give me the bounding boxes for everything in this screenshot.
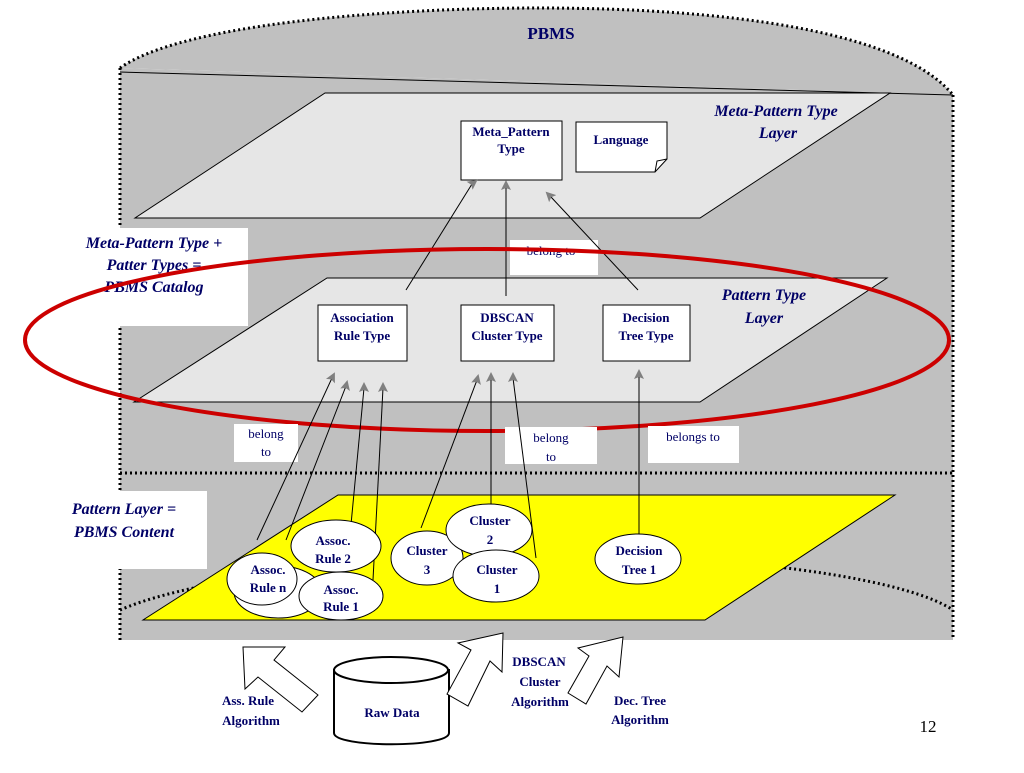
- dbscan-cluster-type-node: DBSCAN Cluster Type: [460, 304, 555, 362]
- dbscan-algorithm-line3: Algorithm: [511, 694, 569, 709]
- language-doc-shape: [575, 121, 668, 173]
- assoc-rule-2-line1: Assoc.: [315, 533, 350, 548]
- assoc-rule-n-ellipse: [226, 552, 298, 606]
- dbscan-algorithm-line2: Cluster: [519, 674, 560, 689]
- ass-rule-algorithm-line2: Algorithm: [222, 713, 280, 728]
- raw-data-cylinder: Raw Data: [333, 656, 450, 746]
- assoc-rule-1-ellipse: [298, 571, 384, 621]
- decision-tree-type-line1: Decision: [623, 310, 671, 325]
- ass-rule-algorithm-line1: Ass. Rule: [222, 693, 274, 708]
- dbscan-cluster-type-line1: DBSCAN: [480, 310, 534, 325]
- cluster-2-ellipse: [445, 503, 533, 557]
- assoc-rule-1-line1: Assoc.: [323, 582, 358, 597]
- belongs-to-right-label: belongs to: [666, 429, 720, 444]
- assoc-rule-n-line2: Rule n: [250, 580, 287, 595]
- meta-pattern-type-label-line2: Type: [497, 141, 524, 156]
- pattern-type-layer-label-line2: Layer: [744, 310, 784, 327]
- page-number: 12: [920, 717, 937, 736]
- rule-n-arrowhead: [325, 372, 335, 384]
- assoc-type-to-meta-arrowhead: [466, 179, 478, 190]
- content-note-line1: Pattern Layer =: [71, 501, 176, 518]
- decision-tree-1-line2: Tree 1: [622, 562, 657, 577]
- cluster-1-line2: 1: [494, 581, 501, 596]
- association-rule-type-line2: Rule Type: [334, 328, 390, 343]
- rule-2-arrowhead: [340, 380, 350, 391]
- catalog-note-line2: Patter Types =: [106, 257, 202, 274]
- language-doc-fold: [654, 158, 668, 173]
- language-document: Language: [575, 121, 668, 173]
- dbscan-algorithm-line1: DBSCAN: [512, 654, 566, 669]
- dbscan-cluster-type-box: [460, 304, 555, 362]
- decision-tree-type-line2: Tree Type: [618, 328, 673, 343]
- dtree-type-to-meta-arrowhead: [545, 191, 557, 203]
- decision-tree-1-ellipse: [594, 533, 682, 585]
- dtree-type-to-meta-arrow: [550, 196, 639, 291]
- dec-tree-algorithm-line1: Dec. Tree: [614, 693, 666, 708]
- association-rule-type-box: [317, 304, 408, 362]
- association-rule-type-node: Association Rule Type: [317, 304, 408, 362]
- catalog-ellipse: [23, 247, 951, 433]
- assoc-rule-2-line2: Rule 2: [315, 551, 351, 566]
- belong-to-left-line1: belong: [248, 426, 284, 441]
- cluster-3-line1: Cluster: [406, 543, 447, 558]
- catalog-note-line3: PBMS Catalog: [103, 279, 203, 296]
- association-rule-type-line1: Association: [330, 310, 394, 325]
- cylinder-top: [120, 8, 953, 95]
- content-note-box: [56, 491, 207, 569]
- dbscan-algorithm-arrow-icon: [446, 632, 504, 707]
- cluster-2-line1: Cluster: [469, 513, 510, 528]
- cluster-2-line2: 2: [487, 532, 494, 547]
- cluster-3-arrowhead: [471, 374, 481, 385]
- decision-tree-type-node: Decision Tree Type: [602, 304, 691, 362]
- meta-layer-label-line1: Meta-Pattern Type: [713, 103, 837, 120]
- content-note-line2: PBMS Content: [73, 524, 175, 541]
- cluster-3-ellipse: [390, 530, 464, 586]
- dbscan-cluster-type-line2: Cluster Type: [471, 328, 542, 343]
- decision-tree-1-line1: Decision: [616, 543, 664, 558]
- cluster-3-to-dbscan-type-arrow: [420, 379, 478, 529]
- diagram-title: PBMS: [527, 24, 574, 43]
- belong-to-mid-line2: to: [546, 449, 556, 464]
- pattern-type-layer-label-line1: Pattern Type: [721, 287, 806, 304]
- dec-tree-algorithm-arrow-icon: [567, 636, 624, 705]
- catalog-note-line1: Meta-Pattern Type +: [85, 235, 223, 252]
- cylinder-top-line: [119, 71, 954, 96]
- rule-2b-to-assoc-type-arrow: [349, 387, 365, 536]
- assoc-rule-1-line2: Rule 1: [323, 599, 359, 614]
- cluster-3-line2: 3: [424, 562, 431, 577]
- cluster-1-ellipse: [452, 549, 540, 603]
- meta-pattern-type-node: Meta_Pattern Type: [460, 120, 563, 181]
- cluster-1-line1: Cluster: [476, 562, 517, 577]
- assoc-rule-n-line1: Assoc.: [250, 562, 285, 577]
- decision-tree-type-box: [602, 304, 691, 362]
- meta-pattern-type-label-line1: Meta_Pattern: [472, 124, 550, 139]
- dec-tree-algorithm-line2: Algorithm: [611, 712, 669, 727]
- ass-rule-algorithm-arrow-icon: [242, 646, 319, 713]
- belong-to-left-box: [234, 424, 298, 462]
- belong-to-mid-line1: belong: [533, 430, 569, 445]
- rule-2-to-assoc-type-arrow: [285, 385, 347, 541]
- raw-data-label: Raw Data: [364, 705, 420, 720]
- assoc-type-to-meta-arrow: [405, 183, 473, 291]
- meta-pattern-type-box: [460, 120, 563, 181]
- raw-data-body: [333, 669, 450, 746]
- belong-to-top-box: [510, 240, 598, 275]
- belong-to-left-line2: to: [261, 444, 271, 459]
- belongs-to-right-box: [648, 426, 739, 463]
- rule-n-to-assoc-type-arrow: [256, 377, 333, 541]
- raw-data-top: [333, 656, 449, 684]
- cylinder-top-dotted-edge: [119, 6, 955, 96]
- language-label: Language: [594, 132, 649, 147]
- meta-layer-label-line2: Layer: [758, 125, 798, 142]
